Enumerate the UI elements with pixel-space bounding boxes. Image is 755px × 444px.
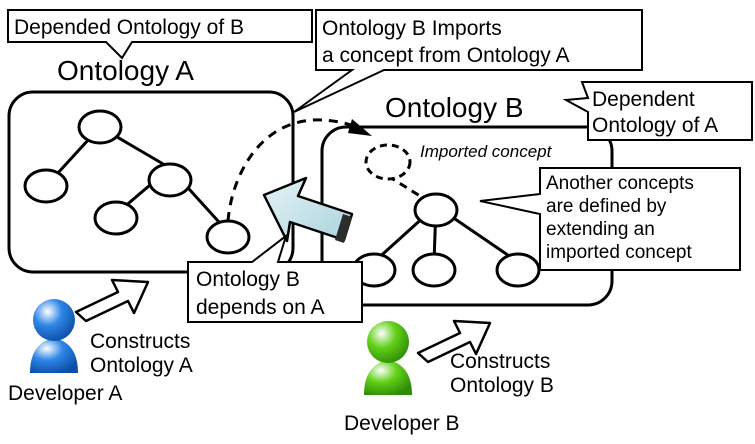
developer-a-action-line: Constructs [90, 330, 190, 353]
import-callout-line: a concept from Ontology A [322, 44, 569, 67]
ontology-a-title: Ontology A [57, 55, 194, 86]
dependent-ontology-callout-line: Dependent [592, 88, 695, 111]
depended-ontology-callout-text: Depended Ontology of B [14, 16, 244, 39]
concept-node [147, 162, 193, 198]
developer-a-action-line: Ontology A [90, 354, 193, 377]
dependency-callout: Ontology B depends on A [187, 233, 363, 323]
dependent-ontology-callout: Dependent Ontology of A [562, 81, 753, 141]
concept-node [205, 219, 251, 255]
ontology-b-concept-tree [351, 143, 541, 288]
svg-text:Ontology B Imports: Ontology B Imports [322, 17, 502, 40]
import-dashed-arrow [226, 118, 361, 222]
concept-node [413, 192, 459, 228]
depended-ontology-callout: Depended Ontology of B [7, 9, 313, 60]
developer-b-label: Developer B [344, 412, 460, 435]
developer-a-figure [30, 299, 78, 373]
svg-text:a concept from Ontology A: a concept from Ontology A [322, 44, 569, 67]
import-arrowhead [348, 119, 372, 136]
imported-concept-node [364, 143, 412, 181]
concept-node [23, 168, 69, 204]
extension-callout-line: extending an [546, 219, 655, 240]
concept-node [77, 109, 123, 145]
extension-callout-line: Another concepts [546, 173, 694, 194]
extension-callout-line: imported concept [546, 242, 692, 263]
extension-callout: Another concepts are defined by extendin… [479, 167, 741, 271]
developer-b-figure [364, 321, 412, 395]
dependency-arrow [262, 176, 354, 243]
imported-concept-label: Imported concept [420, 142, 553, 161]
import-callout-line: Ontology B Imports [322, 17, 502, 40]
concept-node [93, 200, 139, 236]
developer-b-action-line: Ontology B [450, 374, 554, 397]
developer-b-action-line: Constructs [450, 350, 550, 373]
extension-callout-line: are defined by [546, 196, 667, 217]
concept-node [411, 252, 457, 288]
import-callout: Ontology B Imports a concept from Ontolo… [293, 9, 643, 113]
developer-a-construct-arrow [74, 278, 150, 323]
concept-node [495, 252, 541, 288]
developer-a-label: Developer A [8, 382, 122, 405]
dependency-callout-line: Ontology B [196, 268, 300, 291]
ontology-b-title: Ontology B [385, 92, 524, 123]
dependency-callout-line: depends on A [196, 296, 324, 319]
developer-b-construct-arrow [416, 319, 492, 364]
dependent-ontology-callout-line: Ontology of A [592, 114, 718, 137]
